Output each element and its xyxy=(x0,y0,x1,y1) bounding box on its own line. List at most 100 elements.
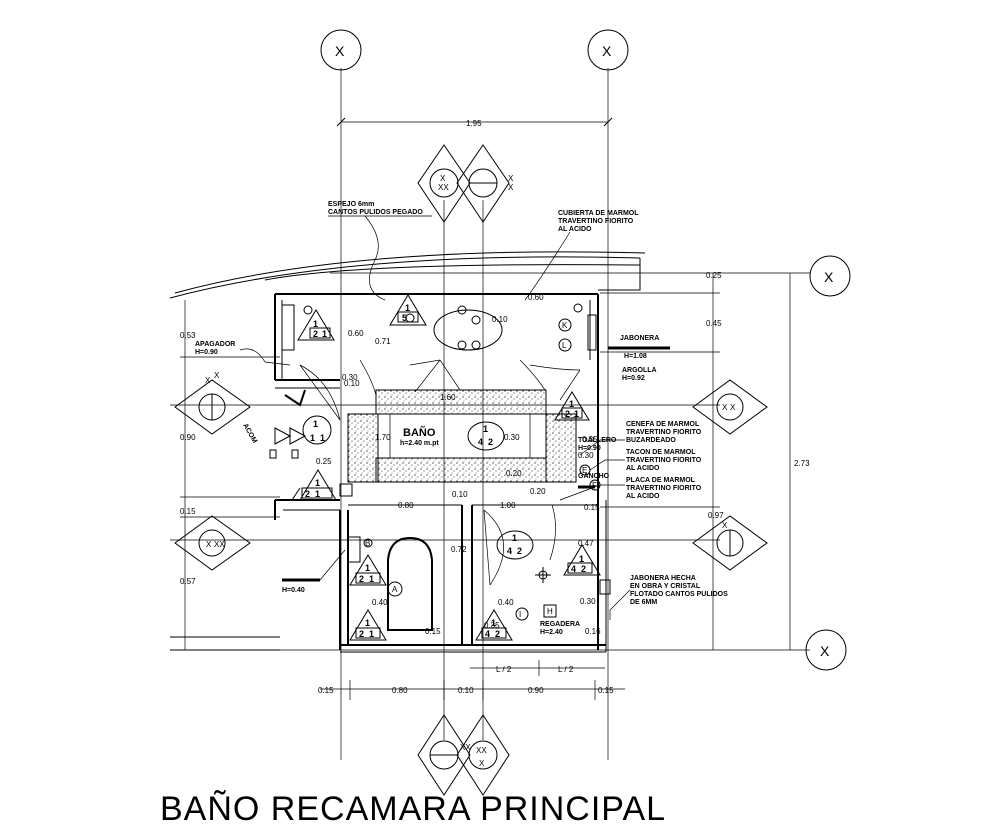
svg-text:0.57: 0.57 xyxy=(180,577,196,586)
svg-text:0.40: 0.40 xyxy=(372,598,388,607)
svg-text:X: X xyxy=(335,43,345,59)
svg-text:X: X xyxy=(205,376,211,385)
svg-text:TRAVERTINO FIORITO: TRAVERTINO FIORITO xyxy=(626,429,702,436)
svg-text:0.80: 0.80 xyxy=(392,686,408,695)
svg-text:E: E xyxy=(582,466,587,475)
svg-text:X: X xyxy=(722,403,728,412)
elevation-marker-bottom-1: XX xyxy=(417,714,471,796)
svg-text:1: 1 xyxy=(569,399,574,409)
svg-text:L: L xyxy=(562,341,567,350)
elevation-marker-top-2: X X xyxy=(456,144,514,223)
svg-text:ARGOLLA: ARGOLLA xyxy=(622,367,657,374)
svg-text:L / 2: L / 2 xyxy=(496,665,512,674)
svg-text:2: 2 xyxy=(495,629,500,639)
svg-text:0.60: 0.60 xyxy=(528,293,544,302)
svg-text:FLOTADO CANTOS PULIDOS: FLOTADO CANTOS PULIDOS xyxy=(630,591,728,598)
room-height: h=2.40 m.pt xyxy=(400,440,439,447)
svg-text:0.25: 0.25 xyxy=(706,271,722,280)
svg-text:H=0.90: H=0.90 xyxy=(195,349,218,356)
svg-text:2.73: 2.73 xyxy=(794,459,810,468)
elevation-marker-top-1: X XX xyxy=(417,144,471,223)
svg-text:ESPEJO 6mm: ESPEJO 6mm xyxy=(328,201,374,208)
svg-text:H=0.92: H=0.92 xyxy=(622,375,645,382)
svg-text:1: 1 xyxy=(491,618,496,628)
svg-text:0.80: 0.80 xyxy=(398,501,414,510)
svg-text:TRAVERTINO FIORITO: TRAVERTINO FIORITO xyxy=(558,218,634,225)
svg-text:0.10: 0.10 xyxy=(344,379,360,388)
svg-text:X: X xyxy=(602,43,612,59)
svg-text:X: X xyxy=(820,643,830,659)
left-fixtures xyxy=(269,389,353,501)
svg-text:CUBIERTA DE MARMOL: CUBIERTA DE MARMOL xyxy=(558,210,639,217)
svg-text:0.15: 0.15 xyxy=(180,507,196,516)
svg-text:X: X xyxy=(508,174,514,183)
svg-text:0.30: 0.30 xyxy=(504,433,520,442)
svg-text:1.00: 1.00 xyxy=(500,501,516,510)
svg-text:1: 1 xyxy=(405,303,410,313)
svg-text:XX: XX xyxy=(438,183,449,192)
svg-text:1.70: 1.70 xyxy=(375,433,391,442)
svg-text:1: 1 xyxy=(313,419,318,429)
svg-text:EN OBRA Y CRISTAL: EN OBRA Y CRISTAL xyxy=(630,583,701,590)
shower-fixtures: H I xyxy=(515,567,611,621)
svg-text:AL ACIDO: AL ACIDO xyxy=(626,465,660,472)
svg-text:TRAVERTINO FIORITO: TRAVERTINO FIORITO xyxy=(626,457,702,464)
svg-text:H=0.40: H=0.40 xyxy=(282,587,305,594)
svg-text:BUZARDEADO: BUZARDEADO xyxy=(626,437,676,444)
elevation-marker-right-1: X X xyxy=(692,379,768,435)
svg-text:H=0.90: H=0.90 xyxy=(578,445,601,452)
svg-text:1: 1 xyxy=(369,629,374,639)
svg-text:0.10: 0.10 xyxy=(452,490,468,499)
svg-text:0.30: 0.30 xyxy=(580,597,596,606)
svg-text:1: 1 xyxy=(310,433,315,443)
svg-text:TRAVERTINO FIORITO: TRAVERTINO FIORITO xyxy=(626,485,702,492)
svg-text:0.40: 0.40 xyxy=(498,598,514,607)
svg-text:X: X xyxy=(508,183,514,192)
svg-text:K: K xyxy=(562,321,568,330)
svg-text:0.53: 0.53 xyxy=(180,331,196,340)
svg-text:PLACA DE MARMOL: PLACA DE MARMOL xyxy=(626,477,696,484)
svg-text:APAGADOR: APAGADOR xyxy=(195,341,235,348)
svg-text:0.60: 0.60 xyxy=(348,329,364,338)
svg-text:X: X xyxy=(206,540,212,549)
svg-text:1: 1 xyxy=(365,563,370,573)
material-tags: 1 2 1 1 5 1 2 1 1 1 1 1 2 1 1 4 2 1 4 2 … xyxy=(297,294,601,641)
svg-text:0.15: 0.15 xyxy=(584,503,600,512)
svg-text:2: 2 xyxy=(359,574,364,584)
svg-text:A: A xyxy=(392,585,398,594)
svg-text:0.10: 0.10 xyxy=(492,315,508,324)
toilet: A xyxy=(387,536,433,631)
svg-text:0.72: 0.72 xyxy=(451,545,467,554)
svg-text:DE 6MM: DE 6MM xyxy=(630,599,657,606)
svg-text:1.95: 1.95 xyxy=(466,119,482,128)
drawing-title: BAÑO RECAMARA PRINCIPAL xyxy=(160,790,667,828)
svg-text:1: 1 xyxy=(579,554,584,564)
svg-text:0.45: 0.45 xyxy=(706,319,722,328)
svg-text:X: X xyxy=(722,521,728,530)
svg-text:ACOM: ACOM xyxy=(241,423,258,445)
svg-text:1: 1 xyxy=(483,424,488,434)
elevation-marker-right-2: X xyxy=(692,515,768,571)
axis-marker-top-right: X xyxy=(587,29,629,71)
svg-text:REGADERA: REGADERA xyxy=(540,621,580,628)
svg-text:X: X xyxy=(824,269,834,285)
svg-text:0.35: 0.35 xyxy=(484,621,500,630)
svg-text:0.10: 0.10 xyxy=(458,686,474,695)
svg-text:XX: XX xyxy=(460,743,471,752)
svg-text:1: 1 xyxy=(313,319,318,329)
svg-text:2: 2 xyxy=(313,329,318,339)
svg-text:H: H xyxy=(547,607,553,616)
svg-text:0.71: 0.71 xyxy=(375,337,391,346)
svg-text:4: 4 xyxy=(485,629,490,639)
svg-text:B: B xyxy=(365,539,370,548)
svg-text:0.25: 0.25 xyxy=(316,457,332,466)
axis-marker-top-left: X xyxy=(320,29,362,71)
svg-text:X: X xyxy=(440,174,446,183)
svg-text:4: 4 xyxy=(478,437,483,447)
svg-text:1: 1 xyxy=(315,478,320,488)
svg-text:CENEFA DE MARMOL: CENEFA DE MARMOL xyxy=(626,421,700,428)
svg-text:GANCHO: GANCHO xyxy=(578,473,610,480)
svg-text:2: 2 xyxy=(517,546,522,556)
room-name: BAÑO xyxy=(403,426,436,439)
